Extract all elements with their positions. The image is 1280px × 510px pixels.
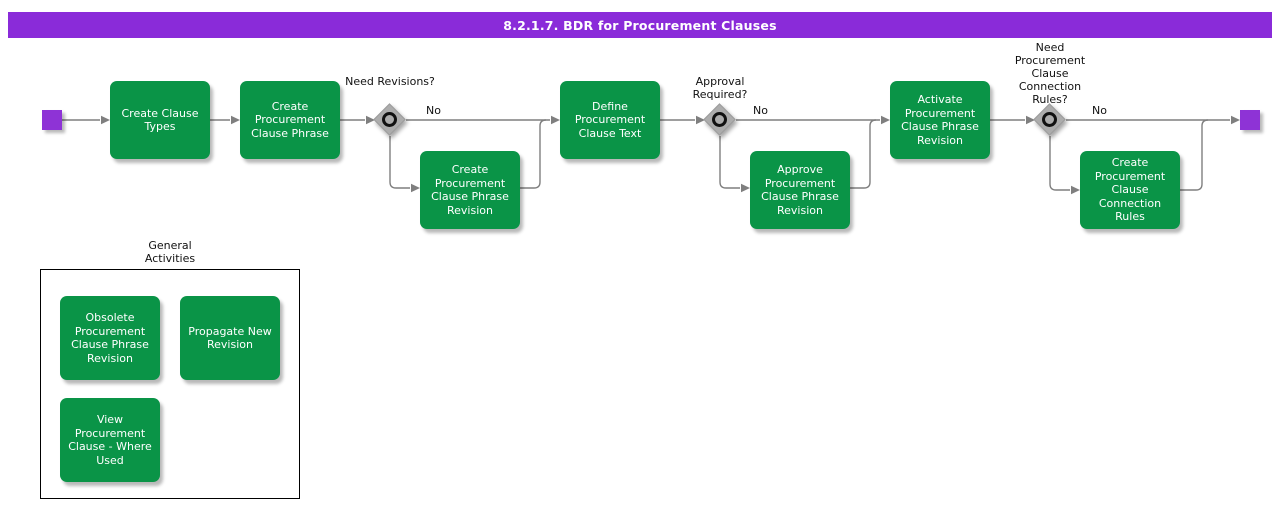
branch-label-no-revisions: No <box>426 104 441 117</box>
decision-ring-icon <box>708 108 731 131</box>
decision-ring-icon <box>1038 108 1061 131</box>
activity-obsolete-procurement-clause-phrase-revision[interactable]: Obsolete Procurement Clause Phrase Revis… <box>60 296 160 380</box>
decision-need-revisions <box>373 103 406 136</box>
diamond-icon <box>373 103 406 136</box>
activity-propagate-new-revision[interactable]: Propagate New Revision <box>180 296 280 380</box>
branch-label-no-connection-rules: No <box>1092 104 1107 117</box>
decision-label-need-revisions: Need Revisions? <box>345 75 435 88</box>
activity-create-procurement-clause-phrase[interactable]: Create Procurement Clause Phrase <box>240 81 340 159</box>
decision-label-approval-required: Approval Required? <box>692 75 748 101</box>
activity-create-procurement-clause-phrase-revision[interactable]: Create Procurement Clause Phrase Revisio… <box>420 151 520 229</box>
branch-label-no-approval: No <box>753 104 768 117</box>
end-node <box>1240 110 1260 130</box>
activity-activate-procurement-clause-phrase-revision[interactable]: Activate Procurement Clause Phrase Revis… <box>890 81 990 159</box>
decision-approval-required <box>703 103 736 136</box>
diamond-icon <box>703 103 736 136</box>
activity-approve-procurement-clause-phrase-revision[interactable]: Approve Procurement Clause Phrase Revisi… <box>750 151 850 229</box>
activity-create-procurement-clause-connection-rules[interactable]: Create Procurement Clause Connection Rul… <box>1080 151 1180 229</box>
activity-define-procurement-clause-text[interactable]: Define Procurement Clause Text <box>560 81 660 159</box>
activity-create-clause-types[interactable]: Create Clause Types <box>110 81 210 159</box>
decision-need-connection-rules <box>1033 103 1066 136</box>
general-activities-title: General Activities <box>144 239 196 265</box>
diagram-title-bar: 8.2.1.7. BDR for Procurement Clauses <box>8 12 1272 38</box>
diagram-title: 8.2.1.7. BDR for Procurement Clauses <box>503 17 777 33</box>
start-node <box>42 110 62 130</box>
decision-label-need-connection-rules: Need Procurement Clause Connection Rules… <box>1014 41 1086 106</box>
diamond-icon <box>1033 103 1066 136</box>
decision-ring-icon <box>378 108 401 131</box>
activity-view-procurement-clause-where-used[interactable]: View Procurement Clause - Where Used <box>60 398 160 482</box>
